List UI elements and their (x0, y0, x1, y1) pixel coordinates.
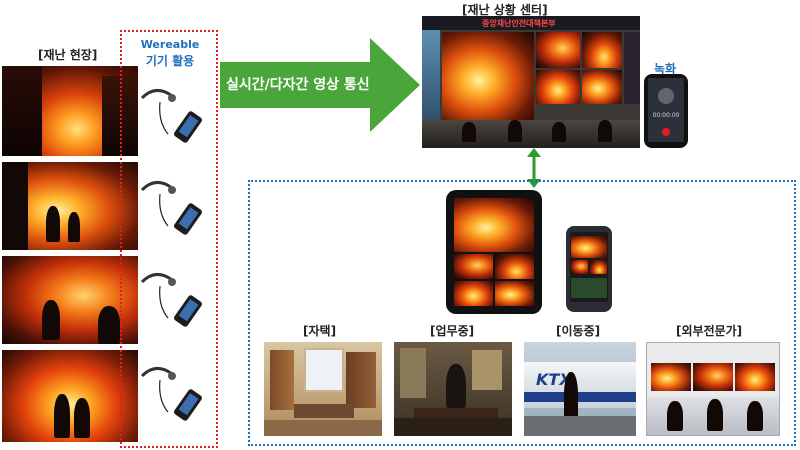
destination-label-expert: [외부전문가] (676, 324, 743, 338)
arrow-text: 실시간/다자간 영상 통신 (226, 77, 370, 93)
destination-label-home: [자택] (303, 324, 337, 338)
destination-label-work: [업무중] (430, 324, 475, 338)
wearable-frame (120, 30, 218, 448)
wearable-label-2: 기기 활용 (145, 54, 195, 68)
smartphone-device (566, 226, 612, 312)
tablet-device (446, 190, 542, 314)
center-banner: 중앙재난안전대책본부 (482, 19, 556, 28)
wearable-device-icon-1 (140, 89, 202, 143)
fire-photo-3 (2, 256, 138, 344)
wearable-device-icon-3 (140, 273, 202, 327)
center-label: [재난 상황 센터] (462, 3, 548, 17)
fire-photo-4 (2, 350, 138, 442)
home-photo (264, 342, 382, 436)
situation-center-photo: 중앙재난안전대책본부 (422, 16, 640, 148)
wearable-device-icon-4 (140, 367, 202, 421)
recording-phone: 00:00:00 (644, 74, 688, 148)
wearable-device-icon-2 (140, 181, 202, 235)
fire-photo-1 (2, 66, 138, 156)
recording-time: 00:00:00 (652, 112, 680, 119)
remote-users-frame (248, 180, 796, 446)
office-photo (394, 342, 512, 436)
destination-label-moving: [이동중] (556, 324, 601, 338)
train-photo: KTX (524, 342, 636, 436)
train-logo: KTX (536, 370, 572, 389)
expert-photo (646, 342, 780, 436)
recording-label: 녹화 (654, 62, 677, 76)
record-button-icon (662, 128, 670, 136)
communication-arrow (220, 38, 420, 132)
fire-photo-2 (2, 162, 138, 250)
scene-label: [재난 현장] (38, 48, 98, 62)
wearable-label-1: Wereable (140, 38, 200, 51)
